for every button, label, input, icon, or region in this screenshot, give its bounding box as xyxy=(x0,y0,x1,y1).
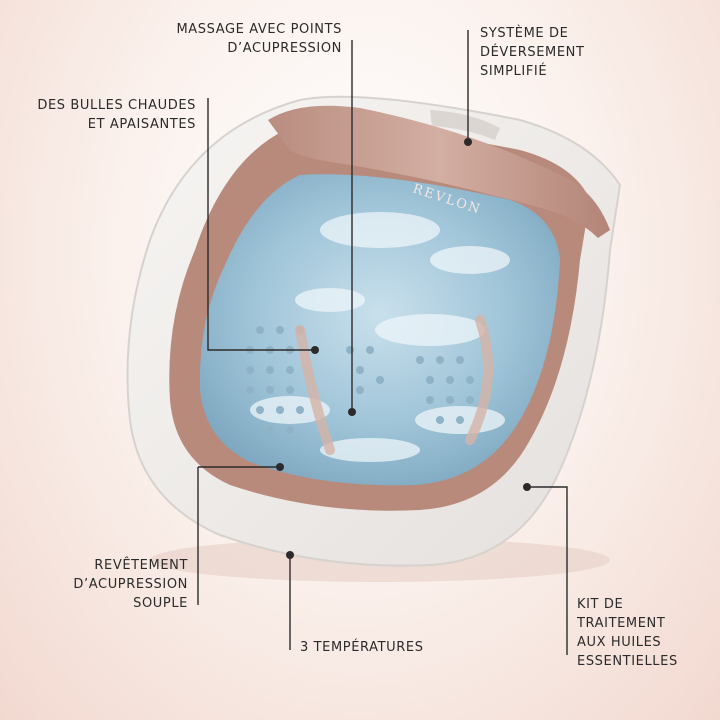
callout-temperatures: 3 TEMPÉRATURES xyxy=(300,640,424,655)
bubbles-foam xyxy=(250,212,510,462)
rose-gold-lid xyxy=(268,105,610,238)
callout-warm-bubbles: DES BULLES CHAUDES ET APAISANTES xyxy=(37,98,196,132)
callout-oil-kit: KIT DE TRAITEMENT AUX HUILES ESSENTIELLE… xyxy=(577,597,678,669)
callout-dots xyxy=(276,138,531,559)
callout-acupressure-massage: MASSAGE AVEC POINTS D’ACUPRESSION xyxy=(176,22,342,56)
callout-soft-coating: REVÊTEMENT D’ACUPRESSION SOUPLE xyxy=(73,558,188,611)
spout xyxy=(430,110,500,140)
callout-lines xyxy=(197,30,568,655)
callout-drain-system: SYSTÈME DE DÉVERSEMENT SIMPLIFIÉ xyxy=(480,26,585,79)
